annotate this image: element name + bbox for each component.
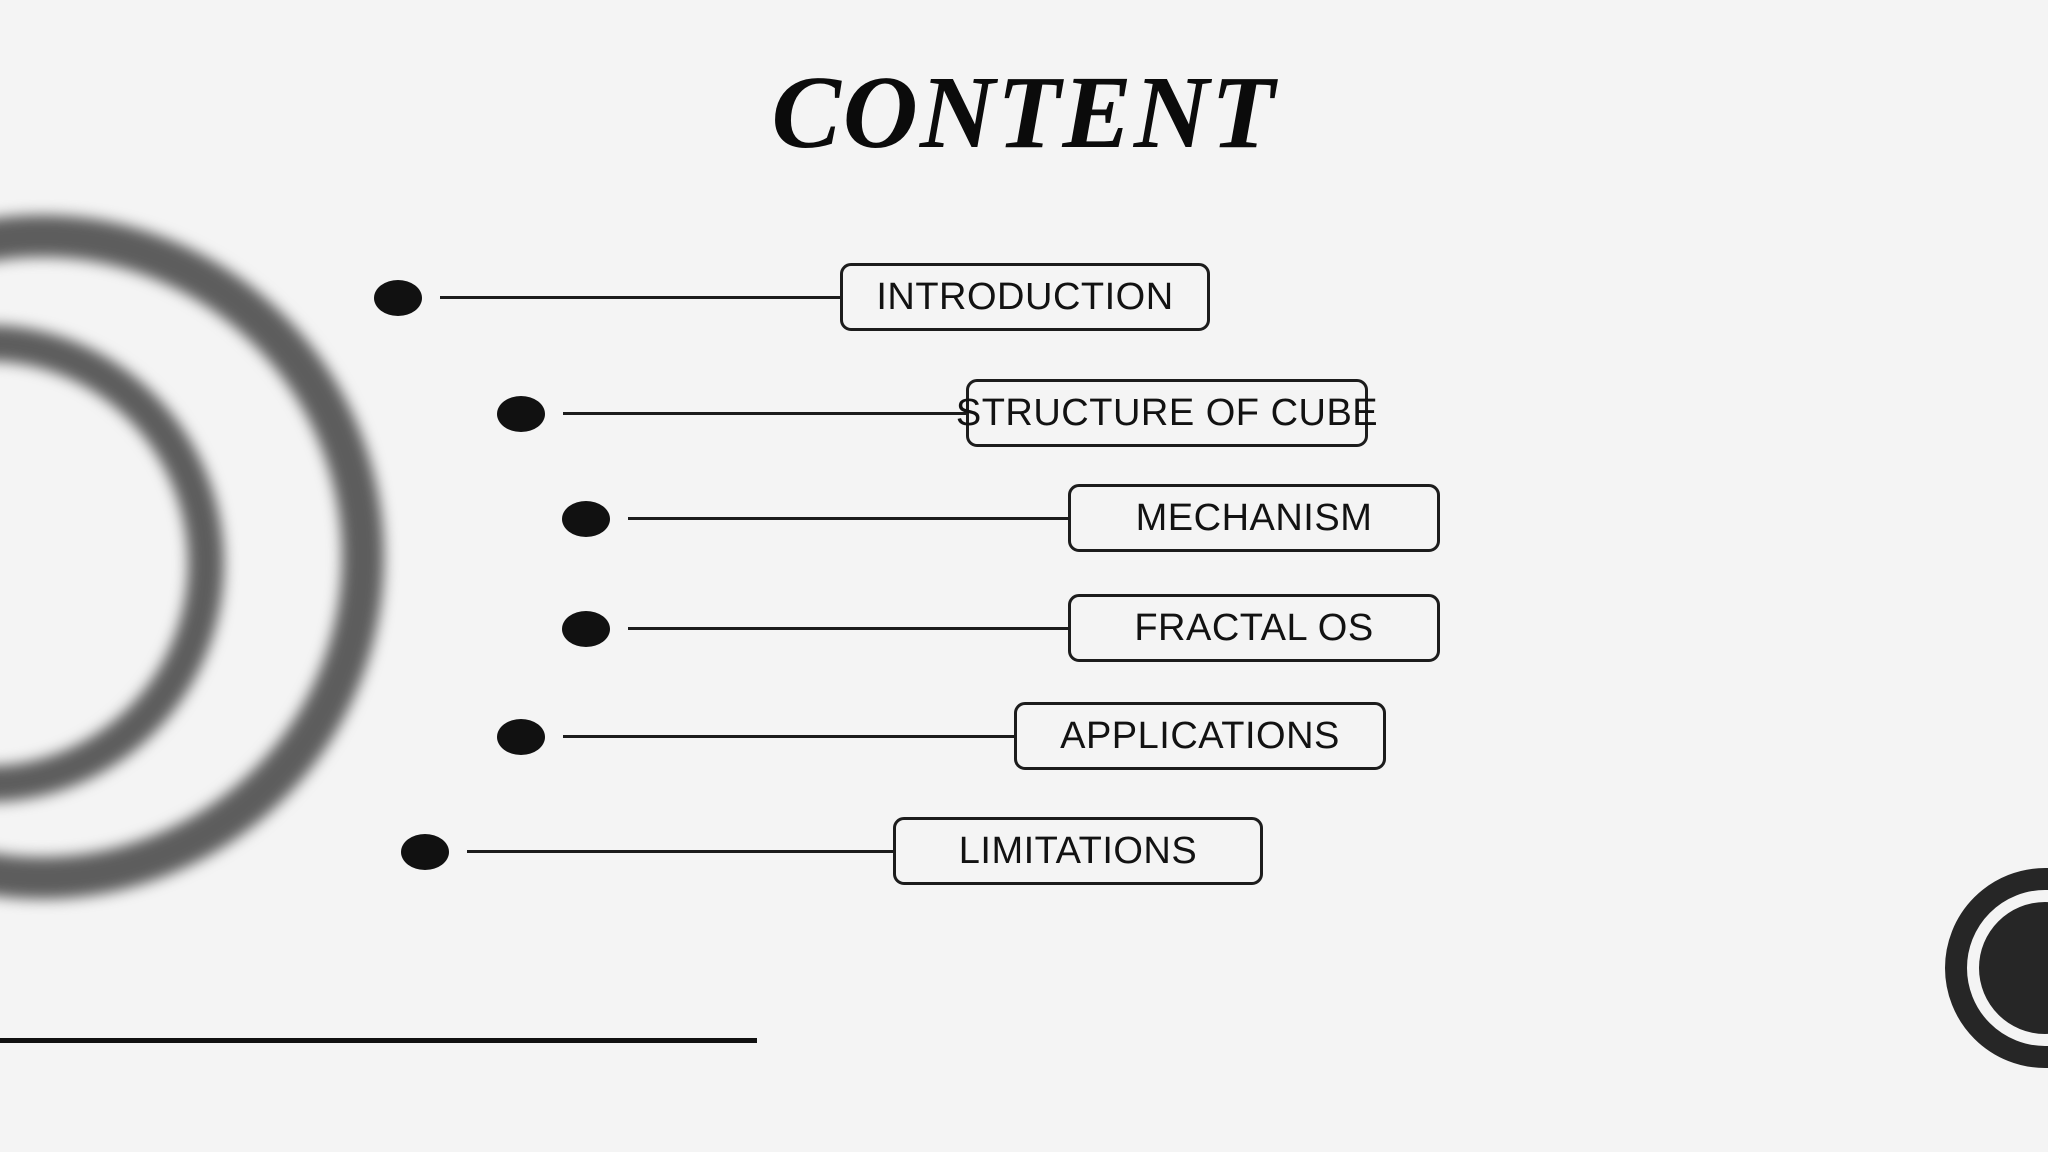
content-pill-label: FRACTAL OS	[1134, 606, 1374, 649]
connector-line	[563, 412, 966, 415]
content-pill-label: APPLICATIONS	[1060, 714, 1340, 757]
content-pill-label: MECHANISM	[1135, 496, 1373, 539]
content-pill[interactable]: INTRODUCTION	[840, 263, 1210, 331]
content-pill[interactable]: LIMITATIONS	[893, 817, 1263, 885]
connector-line	[628, 517, 1068, 520]
content-pill-label: INTRODUCTION	[876, 275, 1174, 318]
bullet-dot-icon	[497, 719, 545, 755]
connector-line	[467, 850, 893, 853]
bottom-divider	[0, 1038, 757, 1043]
connector-line	[563, 735, 1014, 738]
bullet-dot-icon	[497, 396, 545, 432]
content-pill-label: LIMITATIONS	[958, 829, 1198, 872]
content-pill[interactable]: FRACTAL OS	[1068, 594, 1440, 662]
connector-line	[440, 296, 840, 299]
bullet-dot-icon	[374, 280, 422, 316]
connector-line	[628, 627, 1068, 630]
bullet-dot-icon	[562, 611, 610, 647]
bullet-dot-icon	[562, 501, 610, 537]
content-pill[interactable]: MECHANISM	[1068, 484, 1440, 552]
bullet-dot-icon	[401, 834, 449, 870]
content-pill[interactable]: STRUCTURE OF CUBE	[956, 379, 1378, 447]
page-title: CONTENT	[771, 55, 1277, 170]
content-pill[interactable]: APPLICATIONS	[1014, 702, 1386, 770]
content-pill-label: STRUCTURE OF CUBE	[955, 391, 1379, 434]
